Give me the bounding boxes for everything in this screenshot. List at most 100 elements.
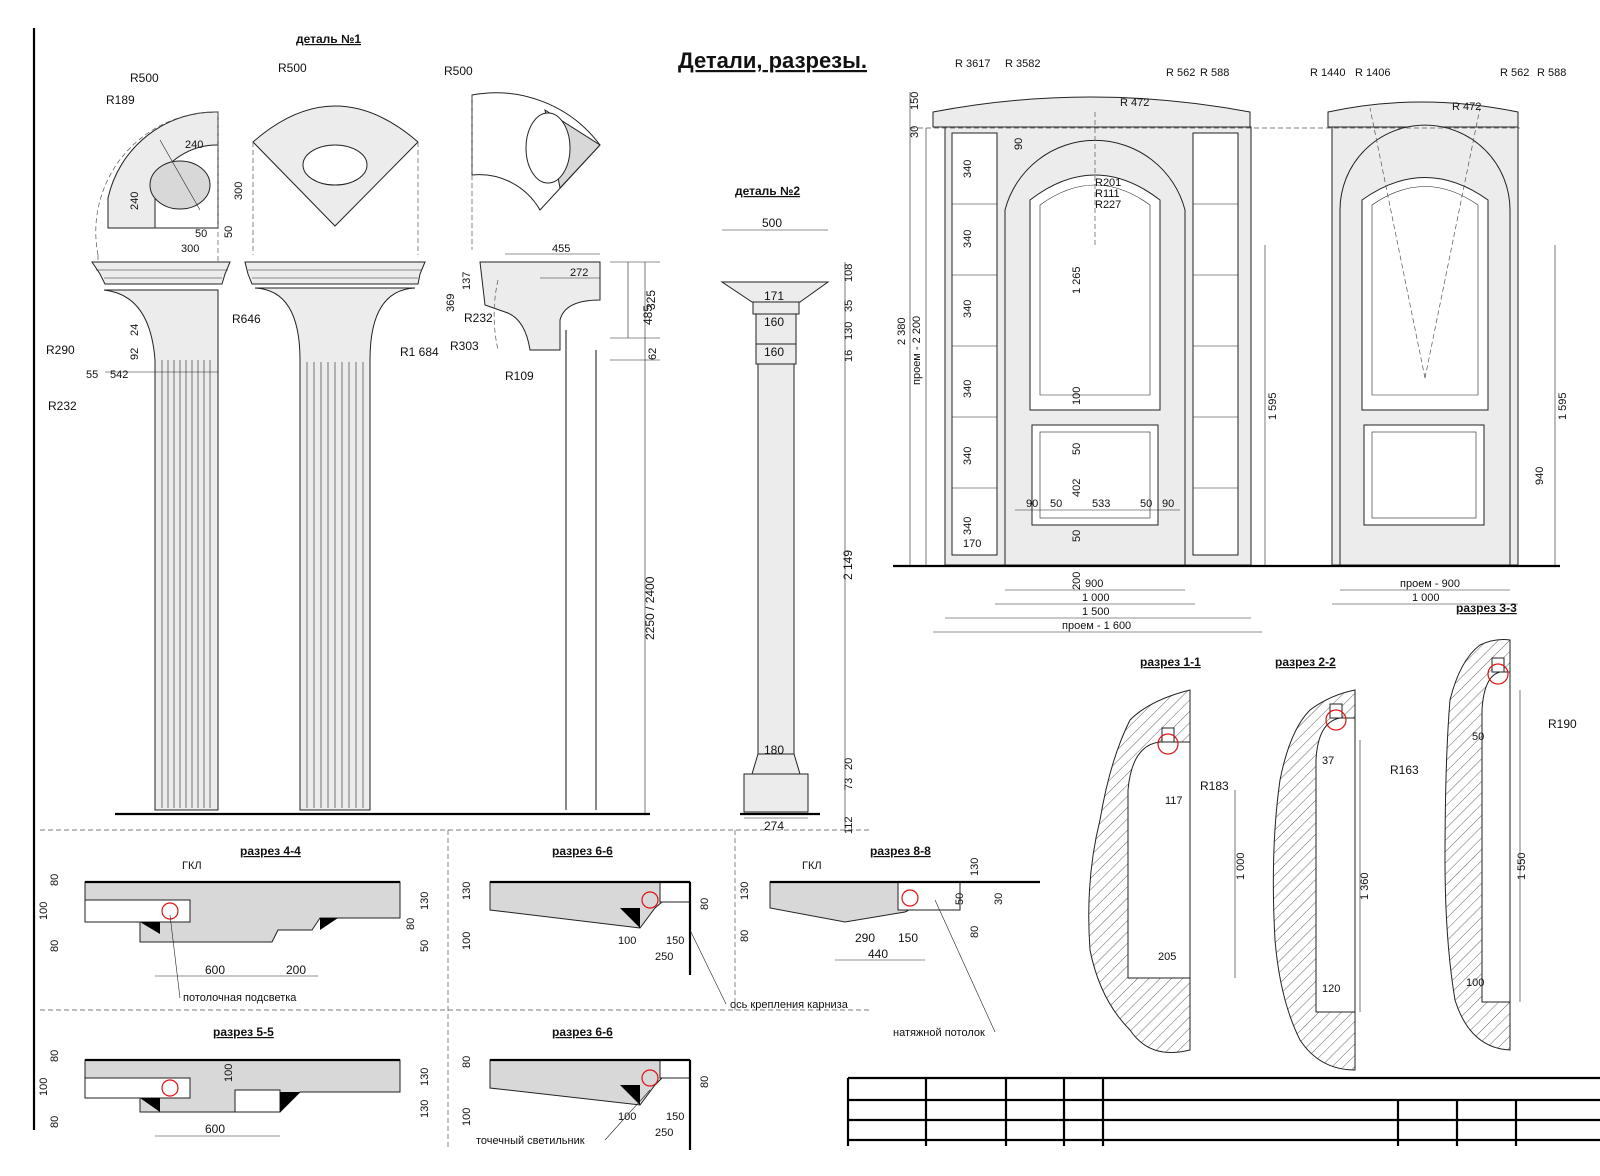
dim-1550: 1 550 — [1516, 852, 1528, 880]
dim-50-b: 50 — [223, 226, 235, 238]
cornice-axis-note: ось крепления карниза — [730, 999, 849, 1011]
capital-2-entablature — [244, 261, 426, 285]
dim-274: 274 — [764, 819, 784, 833]
s66b-250: 250 — [655, 1127, 673, 1139]
s66-100: 100 — [461, 932, 473, 950]
dim-1360: 1 360 — [1359, 872, 1371, 900]
spot-light-note: точечный светильник — [476, 1135, 585, 1147]
dim-20: 20 — [843, 758, 855, 770]
dim-1595-a: 1 595 — [1267, 392, 1279, 420]
dim-340-b: 340 — [962, 230, 974, 248]
s55-100: 100 — [38, 1078, 50, 1096]
dim-533: 533 — [1092, 498, 1110, 510]
section-6-6a-label: разрез 6-6 — [552, 844, 613, 858]
dim-r232-b: R232 — [464, 311, 493, 325]
capital-1-entablature — [91, 261, 231, 285]
dim-200: 200 — [1071, 572, 1083, 590]
dim-r201: R201 — [1095, 177, 1121, 189]
dim-900: 900 — [1085, 578, 1103, 590]
dim-90-c: 90 — [1162, 498, 1174, 510]
s55-600: 600 — [205, 1122, 225, 1136]
page-title: Детали, разрезы. — [678, 48, 867, 73]
section-6-6b-drawing — [489, 1058, 692, 1150]
stretch-ceiling-note: натяжной потолок — [893, 1027, 985, 1039]
s66-250: 250 — [655, 951, 673, 963]
dim-1000-b: 1 000 — [1412, 592, 1440, 604]
s66-150: 150 — [666, 935, 684, 947]
dim-300-a: 300 — [233, 182, 245, 200]
dim-150: 150 — [909, 92, 921, 110]
opening-900: проем - 900 — [1400, 578, 1460, 590]
dim-50-c: 50 — [1071, 443, 1083, 455]
capital-top-view-1 — [95, 111, 219, 270]
s44-80-a: 80 — [49, 874, 61, 886]
s66b-80: 80 — [461, 1056, 473, 1068]
dim-r1684: R1 684 — [400, 345, 439, 359]
s88-130-a: 130 — [739, 882, 751, 900]
dim-73: 73 — [843, 778, 855, 790]
dim-1500: 1 500 — [1082, 606, 1110, 618]
dim-340-c: 340 — [962, 300, 974, 318]
double-door-elevation — [932, 96, 1252, 566]
s88-440: 440 — [868, 947, 888, 961]
s55-130-b: 130 — [419, 1100, 431, 1118]
dim-100-b: 100 — [1466, 977, 1484, 989]
s66-80: 80 — [699, 898, 711, 910]
s55-80-b: 80 — [49, 1116, 61, 1128]
dim-r588-b: R 588 — [1537, 67, 1566, 79]
dim-120: 120 — [1322, 983, 1340, 995]
s66b-80-b: 80 — [699, 1076, 711, 1088]
dim-180: 180 — [764, 743, 784, 757]
dim-35: 35 — [843, 300, 855, 312]
dim-130-c: 130 — [843, 322, 855, 340]
section-1-1-label: разрез 1-1 — [1140, 655, 1201, 669]
dim-2380: 2 380 — [896, 317, 908, 345]
dim-340-e: 340 — [962, 447, 974, 465]
dim-205: 205 — [1158, 951, 1176, 963]
dim-2149: 2 149 — [841, 550, 855, 580]
s44-130: 130 — [419, 892, 431, 910]
s44-600: 600 — [205, 963, 225, 977]
section-4-4-label: разрез 4-4 — [240, 844, 301, 858]
dim-1595-b: 1 595 — [1557, 392, 1569, 420]
s55-130-a: 130 — [419, 1068, 431, 1086]
dim-r109: R109 — [505, 369, 534, 383]
s88-80-b: 80 — [969, 926, 981, 938]
dim-940: 940 — [1534, 467, 1546, 485]
dim-240-a: 240 — [185, 139, 203, 151]
dim-r303: R303 — [450, 339, 479, 353]
dim-r232-a: R232 — [48, 399, 77, 413]
dim-r562-b: R 562 — [1500, 67, 1529, 79]
dim-r163: R163 — [1390, 763, 1419, 777]
dim-108: 108 — [843, 264, 855, 282]
s44-50: 50 — [419, 940, 431, 952]
dim-1000-c: 1 000 — [1235, 852, 1247, 880]
dim-50-d: 50 — [1071, 530, 1083, 542]
dim-r500-c: R500 — [444, 64, 473, 78]
ceiling-light-note: потолочная подсветка — [183, 992, 297, 1004]
dim-r646: R646 — [232, 312, 261, 326]
dim-1265: 1 265 — [1071, 266, 1083, 294]
dim-272: 272 — [570, 267, 588, 279]
dim-r472-a: R 472 — [1120, 97, 1149, 109]
dim-340-f: 340 — [962, 517, 974, 535]
section-2-2-label: разрез 2-2 — [1275, 655, 1336, 669]
dim-37: 37 — [1322, 755, 1334, 767]
s88-80: 80 — [739, 930, 751, 942]
dim-50-a: 50 — [195, 228, 207, 240]
dim-r1406: R 1406 — [1355, 67, 1390, 79]
s66b-100: 100 — [461, 1108, 473, 1126]
section-6-6b-label: разрез 6-6 — [552, 1025, 613, 1039]
capital-top-view-2 — [252, 105, 419, 255]
dim-r472-b: R 472 — [1452, 101, 1481, 113]
detail-2-label: деталь №2 — [735, 184, 800, 198]
dim-30: 30 — [909, 126, 921, 138]
dim-90-b: 90 — [1026, 498, 1038, 510]
s55-80-a: 80 — [49, 1050, 61, 1062]
gkl-b: ГКЛ — [802, 860, 822, 872]
s66b-150: 150 — [666, 1111, 684, 1123]
section-8-8-drawing — [769, 880, 1040, 923]
dim-24: 24 — [129, 324, 141, 336]
dim-300-b: 300 — [181, 243, 199, 255]
s44-100: 100 — [38, 902, 50, 920]
